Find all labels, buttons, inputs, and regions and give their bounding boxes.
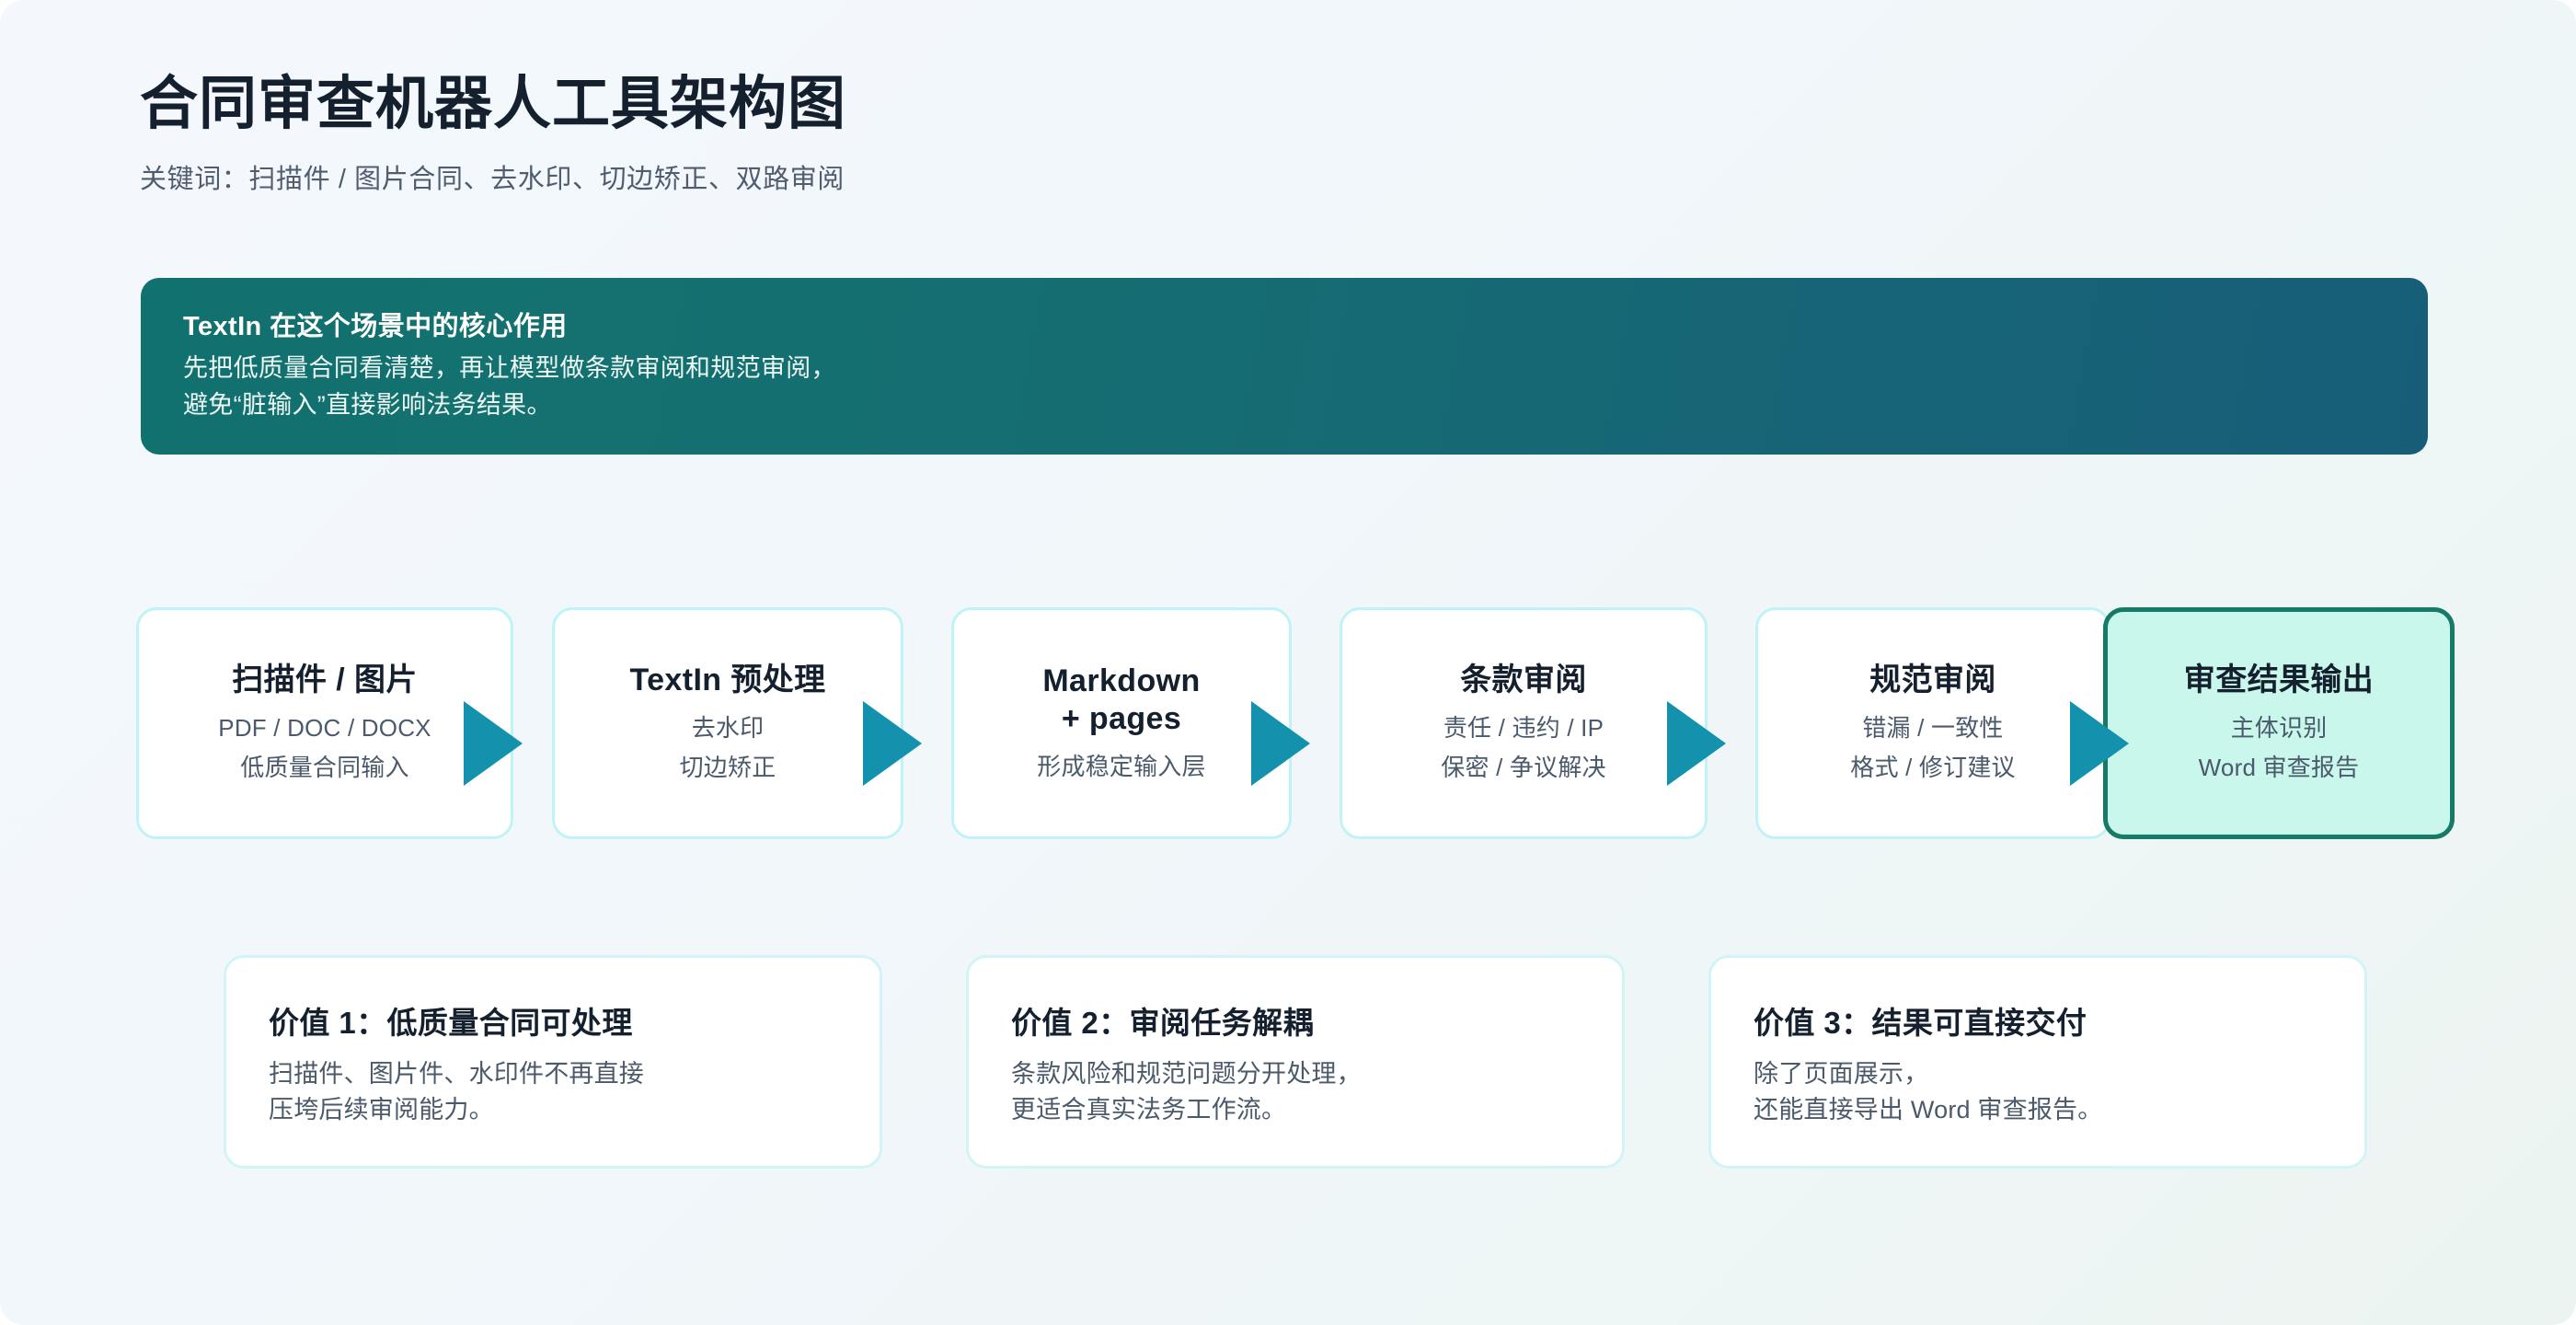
flow-step-6[interactable]: 审查结果输出 主体识别 Word 审查报告 [2103,607,2455,839]
value-card-2-title: 价值 2：审阅任务解耦 [1011,1006,1314,1040]
banner-title: TextIn 在这个场景中的核心作用 [183,312,568,341]
flow-step-6-title: 审查结果输出 [2183,662,2375,698]
flow-step-4[interactable]: 条款审阅 责任 / 违约 / IP 保密 / 争议解决 [1340,607,1708,839]
banner-line-1: 先把低质量合同看清楚，再让模型做条款审阅和规范审阅， [183,354,836,382]
value-card-2[interactable]: 价值 2：审阅任务解耦 条款风险和规范问题分开处理， 更适合真实法务工作流。 [966,955,1625,1169]
flow-step-1-sub-2: 低质量合同输入 [240,754,409,782]
flow-step-6-sub-2: Word 审查报告 [2198,754,2360,782]
banner-line-2: 避免“脏输入”直接影响法务结果。 [183,390,552,419]
value-card-1[interactable]: 价值 1：低质量合同可处理 扫描件、图片件、水印件不再直接 压垮后续审阅能力。 [224,955,882,1169]
flow-diagram: 扫描件 / 图片 PDF / DOC / DOCX 低质量合同输入 TextIn… [136,607,2455,839]
flow-step-4-title: 条款审阅 [1460,662,1587,698]
value-card-row: 价值 1：低质量合同可处理 扫描件、图片件、水印件不再直接 压垮后续审阅能力。 … [224,955,2367,1169]
value-card-1-line-1: 扫描件、图片件、水印件不再直接 [269,1060,644,1088]
page-subtitle: 关键词：扫描件 / 图片合同、去水印、切边矫正、双路审阅 [140,164,845,194]
flow-step-3-title: Markdown [1042,663,1201,699]
header: 合同审查机器人工具架构图 关键词：扫描件 / 图片合同、去水印、切边矫正、双路审… [140,72,846,196]
flow-step-2-title: TextIn 预处理 [629,662,826,698]
flow-step-3[interactable]: Markdown + pages 形成稳定输入层 [951,607,1292,839]
flow-step-1[interactable]: 扫描件 / 图片 PDF / DOC / DOCX 低质量合同输入 [136,607,513,839]
value-card-3-title: 价值 3：结果可直接交付 [1754,1006,2087,1040]
flow-step-6-sub-1: 主体识别 [2230,714,2328,743]
flow-arrow-3-icon [1251,701,1310,786]
flow-arrow-2-icon [863,701,922,786]
flow-step-4-sub-1: 责任 / 违约 / IP [1443,714,1604,743]
flow-step-5[interactable]: 规范审阅 错漏 / 一致性 格式 / 修订建议 [1755,607,2110,839]
flow-step-2-sub-2: 切边矫正 [679,754,776,782]
value-card-2-line-2: 更适合真实法务工作流。 [1011,1096,1287,1124]
flow-arrow-4-icon [1667,701,1726,786]
flow-step-2[interactable]: TextIn 预处理 去水印 切边矫正 [552,607,903,839]
flow-step-5-title: 规范审阅 [1869,662,1996,698]
flow-step-2-sub-1: 去水印 [691,714,765,743]
flow-step-5-sub-2: 格式 / 修订建议 [1850,754,2016,782]
value-card-1-title: 价值 1：低质量合同可处理 [269,1006,633,1040]
flow-step-1-title: 扫描件 / 图片 [232,662,418,698]
page-title: 合同审查机器人工具架构图 [140,72,846,136]
value-card-3-line-1: 除了页面展示， [1754,1060,1929,1088]
flow-step-5-sub-1: 错漏 / 一致性 [1862,714,2004,743]
value-card-1-line-2: 压垮后续审阅能力。 [269,1096,494,1124]
flow-step-3-title-line-2: + pages [1061,700,1182,736]
flow-step-4-sub-2: 保密 / 争议解决 [1441,754,1606,782]
value-card-3[interactable]: 价值 3：结果可直接交付 除了页面展示， 还能直接导出 Word 审查报告。 [1708,955,2367,1169]
flow-arrow-5-icon [2070,701,2129,786]
highlight-banner: TextIn 在这个场景中的核心作用 先把低质量合同看清楚，再让模型做条款审阅和… [141,278,2428,455]
flow-arrow-1-icon [464,701,523,786]
value-card-3-line-2: 还能直接导出 Word 审查报告。 [1754,1096,2103,1124]
flow-step-3-sub-1: 形成稳定输入层 [1037,752,1206,780]
value-card-2-line-1: 条款风险和规范问题分开处理， [1011,1060,1362,1088]
flow-step-1-sub-1: PDF / DOC / DOCX [218,714,431,743]
